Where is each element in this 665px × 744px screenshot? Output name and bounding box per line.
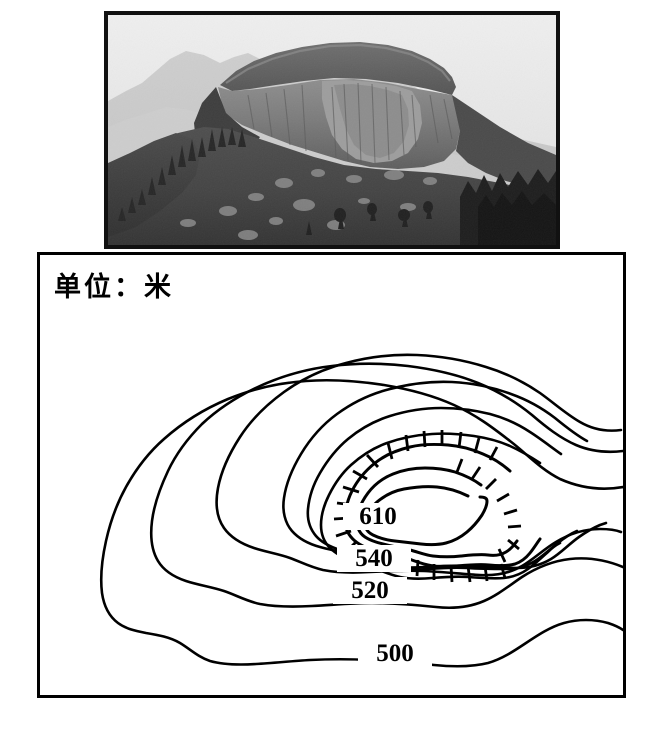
contour-label-520-text: 520 <box>351 577 389 604</box>
contour-label-500-text: 500 <box>376 640 414 667</box>
photo-grain <box>108 15 556 245</box>
contour-line-560 <box>282 380 608 570</box>
hachure-ticks <box>333 430 522 583</box>
contour-line-hachure-inner <box>355 466 519 559</box>
contour-label-540-text: 540 <box>355 545 393 572</box>
contour-label-610-text: 610 <box>359 503 397 530</box>
contour-map: 单位：米 <box>37 252 626 698</box>
map-unit-label: 单位：米 <box>54 272 174 303</box>
contour-labels: 610 540 520 500 <box>333 503 432 667</box>
photograph-canvas <box>108 15 556 245</box>
contour-canvas: 610 540 520 500 <box>99 353 623 668</box>
mesa-photograph <box>104 11 560 249</box>
contour-label-520: 520 <box>333 577 407 604</box>
contour-line-520 <box>149 362 623 610</box>
contour-label-500: 500 <box>358 640 432 667</box>
contour-label-610: 610 <box>343 503 413 530</box>
contour-label-540: 540 <box>337 545 411 572</box>
contour-line-summit-plateau <box>363 485 489 547</box>
contour-line-500 <box>99 378 623 668</box>
